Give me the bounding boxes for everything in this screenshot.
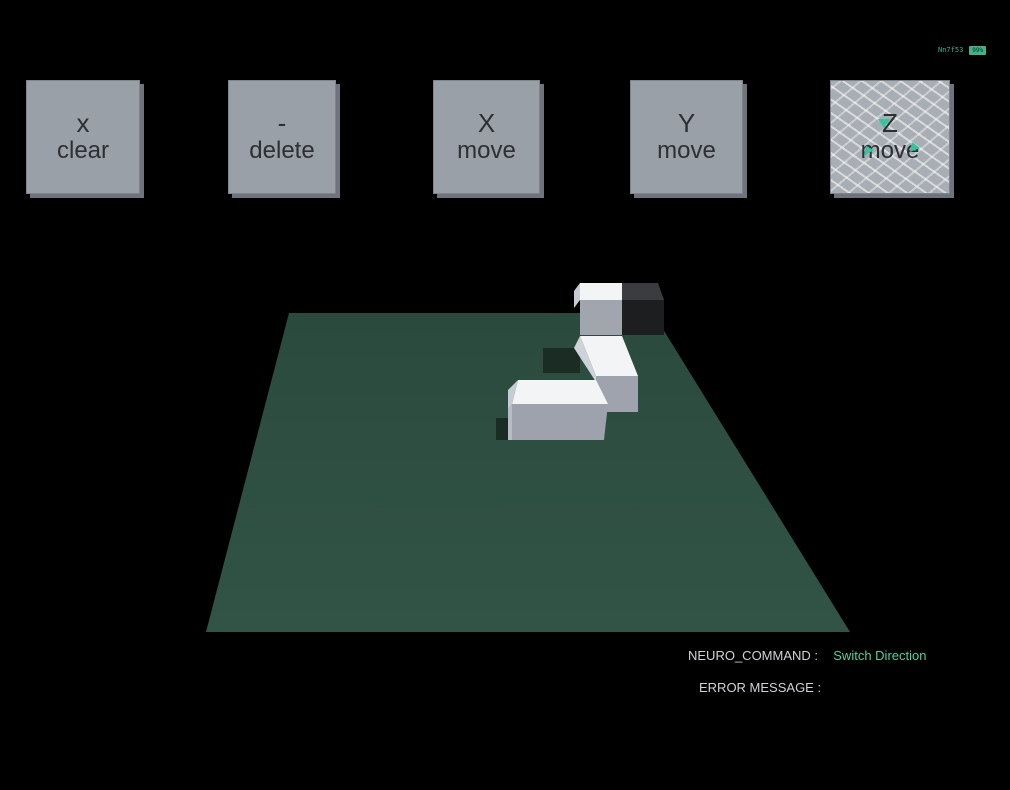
delete-button[interactable]: - delete bbox=[228, 80, 336, 194]
clear-label: clear bbox=[56, 137, 110, 164]
x-move-symbol: X bbox=[477, 108, 496, 138]
block-shadow bbox=[543, 348, 580, 373]
error-message-row: ERROR MESSAGE : bbox=[699, 680, 833, 695]
y-move-button[interactable]: Y move bbox=[630, 80, 743, 194]
delete-label: delete bbox=[249, 137, 315, 164]
snake-head bbox=[622, 283, 664, 335]
neuro-command-row: NEURO_COMMAND : Switch Direction bbox=[688, 648, 926, 663]
rotate-arrows-icon bbox=[864, 119, 920, 156]
status-strip: Nn7f53 99% bbox=[938, 44, 987, 56]
y-move-symbol: Y bbox=[677, 108, 696, 138]
clear-button[interactable]: x clear bbox=[26, 80, 140, 194]
delete-symbol: - bbox=[277, 108, 287, 138]
neuro-command-label: NEURO_COMMAND : bbox=[688, 648, 819, 663]
y-move-label: move bbox=[657, 137, 716, 164]
neuro-command-value: Switch Direction bbox=[833, 648, 927, 663]
status-label: Nn7f53 bbox=[938, 46, 964, 54]
board-floor bbox=[206, 313, 850, 632]
snake-segment bbox=[574, 283, 622, 335]
x-move-button[interactable]: X move bbox=[433, 80, 540, 194]
snake-segment bbox=[508, 380, 608, 440]
x-move-label: move bbox=[457, 137, 516, 164]
z-move-button[interactable]: Z move bbox=[830, 80, 950, 194]
z-move-symbol: Z bbox=[882, 108, 898, 138]
error-message-label: ERROR MESSAGE : bbox=[699, 680, 822, 695]
clear-symbol: x bbox=[76, 108, 90, 138]
status-badge: 99% bbox=[969, 45, 987, 55]
